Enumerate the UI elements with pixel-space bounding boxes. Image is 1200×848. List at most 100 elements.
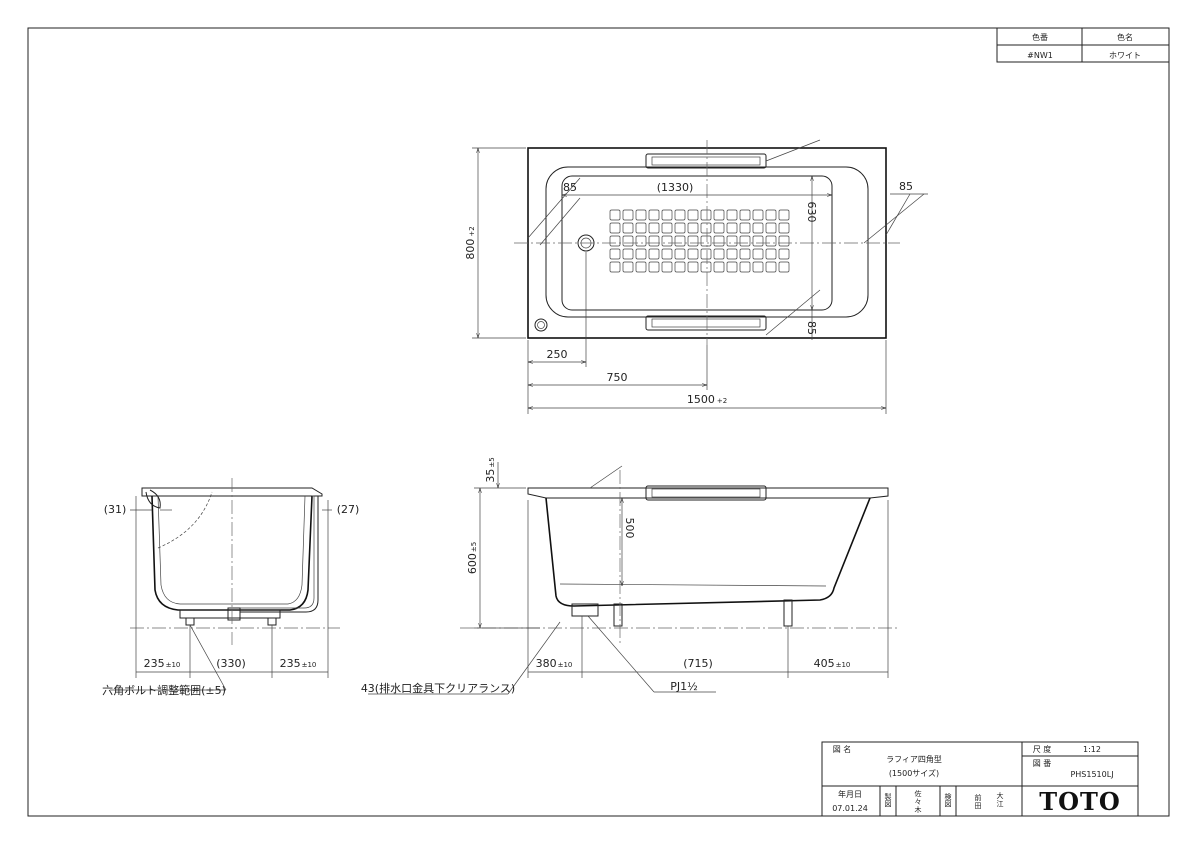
anti-slip-tile: [635, 261, 647, 273]
dim-drain-offset: 250: [547, 348, 568, 361]
anti-slip-tile: [752, 261, 764, 273]
front-view: 35±5 600±5 500 380±10 (715) 405±10 43(排水…: [361, 457, 900, 695]
anti-slip-tile: [726, 261, 738, 273]
anti-slip-tile: [648, 248, 660, 260]
dim-front-a: 380±10: [536, 657, 573, 670]
dim-side-right-lip: (27): [337, 503, 360, 516]
anti-slip-tile: [778, 261, 790, 273]
dim-side-left-lip: (31): [104, 503, 127, 516]
title-block: 図 名 ラフィア四角型 (1500サイズ) 尺 度 1:12 図 番 PHS15…: [821, 741, 1139, 817]
title-scale: 1:12: [1083, 745, 1101, 754]
title-made-by-2: 々: [915, 798, 922, 806]
title-check-3: 大: [997, 791, 1004, 800]
dim-center-offset: 750: [607, 371, 628, 384]
note-pj: PJ1½: [670, 680, 698, 693]
anti-slip-tile: [687, 209, 699, 221]
dim-front-b: (715): [683, 657, 713, 670]
anti-slip-tile: [609, 235, 621, 247]
anti-slip-tile: [674, 235, 686, 247]
dim-side-left: 235±10: [144, 657, 181, 670]
anti-slip-tile: [778, 248, 790, 260]
dim-bottom-rim: 85: [805, 321, 818, 335]
anti-slip-tile: [609, 209, 621, 221]
title-check-2: 田: [975, 802, 982, 810]
anti-slip-tile: [622, 248, 634, 260]
color-code: #NW1: [1027, 51, 1053, 60]
anti-slip-tile: [739, 209, 751, 221]
anti-slip-tile: [739, 248, 751, 260]
anti-slip-tile: [713, 222, 725, 234]
title-number-label: 図 番: [1033, 758, 1052, 768]
title-date: 07.01.24: [832, 804, 868, 813]
anti-slip-tile: [778, 222, 790, 234]
anti-slip-tile: [674, 222, 686, 234]
dim-front-c: 405±10: [814, 657, 851, 670]
anti-slip-tile: [648, 235, 660, 247]
anti-slip-tile: [765, 235, 777, 247]
title-number: PHS1510LJ: [1070, 770, 1113, 779]
anti-slip-pattern: [609, 209, 790, 273]
anti-slip-tile: [661, 261, 673, 273]
dim-side-right: 235±10: [280, 657, 317, 670]
anti-slip-tile: [752, 222, 764, 234]
title-made-by-1: 佐: [915, 789, 922, 798]
dim-width: 800+2: [464, 226, 477, 259]
title-made-label: 製図: [884, 792, 892, 808]
title-scale-label: 尺 度: [1033, 744, 1052, 754]
color-code-header: 色番: [1032, 32, 1048, 42]
anti-slip-tile: [609, 222, 621, 234]
anti-slip-tile: [700, 235, 712, 247]
dim-right-rim: 85: [899, 180, 913, 193]
plan-view: 1500+2 750 250 800+2 (1330) 630 85 85: [464, 139, 928, 414]
anti-slip-tile: [674, 261, 686, 273]
anti-slip-tile: [635, 222, 647, 234]
title-check-4: 江: [997, 800, 1004, 808]
anti-slip-tile: [635, 235, 647, 247]
anti-slip-tile: [700, 222, 712, 234]
anti-slip-tile: [739, 261, 751, 273]
anti-slip-tile: [622, 261, 634, 273]
anti-slip-tile: [622, 235, 634, 247]
anti-slip-tile: [726, 235, 738, 247]
anti-slip-tile: [713, 248, 725, 260]
anti-slip-tile: [687, 248, 699, 260]
dim-length: 1500+2: [687, 393, 727, 406]
anti-slip-tile: [726, 222, 738, 234]
anti-slip-tile: [661, 248, 673, 260]
anti-slip-tile: [622, 209, 634, 221]
dim-front-rim: 35±5: [484, 457, 497, 482]
title-name-label: 図 名: [833, 744, 852, 754]
anti-slip-tile: [648, 222, 660, 234]
anti-slip-tile: [661, 209, 673, 221]
dim-inner-length: (1330): [657, 181, 694, 194]
anti-slip-tile: [726, 209, 738, 221]
anti-slip-tile: [778, 235, 790, 247]
title-check-label: 検図: [944, 792, 952, 808]
anti-slip-tile: [765, 248, 777, 260]
anti-slip-tile: [778, 209, 790, 221]
anti-slip-tile: [700, 261, 712, 273]
dim-inner-width: 630: [805, 202, 818, 223]
title-check-1: 前: [975, 793, 982, 802]
note-bolt-range: 六角ボルト調整範囲(±5): [102, 683, 226, 697]
anti-slip-tile: [687, 261, 699, 273]
anti-slip-tile: [739, 235, 751, 247]
anti-slip-tile: [674, 248, 686, 260]
anti-slip-tile: [713, 235, 725, 247]
color-name-header: 色名: [1117, 32, 1133, 42]
anti-slip-tile: [661, 222, 673, 234]
anti-slip-tile: [765, 261, 777, 273]
note-drain-clearance: 43(排水口金具下クリアランス): [361, 681, 515, 695]
anti-slip-tile: [635, 248, 647, 260]
title-made-by-3: 木: [915, 805, 922, 814]
anti-slip-tile: [752, 209, 764, 221]
title-name-line2: (1500サイズ): [889, 768, 939, 778]
anti-slip-tile: [622, 222, 634, 234]
color-table: 色番 色名 #NW1 ホワイト: [996, 27, 1170, 63]
anti-slip-tile: [765, 209, 777, 221]
anti-slip-tile: [713, 261, 725, 273]
anti-slip-tile: [726, 248, 738, 260]
title-date-label: 年月日: [838, 789, 862, 799]
dim-side-mid: (330): [216, 657, 246, 670]
dim-front-depth: 500: [623, 518, 636, 539]
